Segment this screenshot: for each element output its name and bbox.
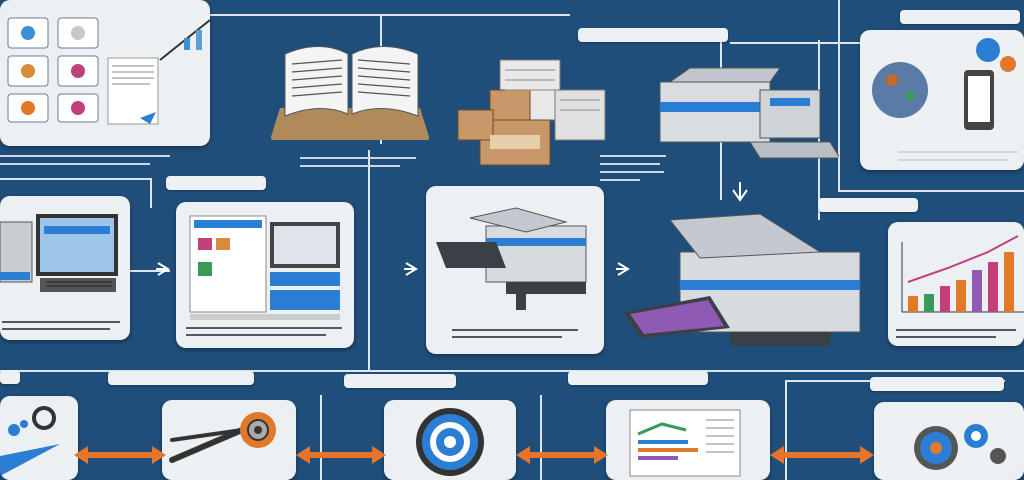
row-label [870,377,1004,391]
workstation-icon [0,196,130,340]
caption-lines [452,326,582,342]
monitor-icon [176,202,354,348]
bar-chart-card [888,222,1024,346]
flow-arrow-icon [404,262,424,276]
connector-line [540,395,542,480]
row-label [568,371,708,385]
workstation-card [0,196,130,340]
double-arrow-icon [516,444,608,466]
dashboard-card [0,0,210,146]
caption-lines [0,318,125,334]
row-label [0,370,20,384]
industrial-printer-icon [620,208,870,368]
flow-arrow-icon [616,262,636,276]
row-label [344,374,456,388]
row-label [166,176,266,190]
row-label [108,371,254,385]
gears-card [874,402,1024,480]
bar-chart-icon [888,222,1024,346]
caption-lines [0,152,190,172]
header-tag [900,10,1020,24]
globe-phone-icon [860,30,1024,170]
gear-icon [0,396,78,480]
flow-arrow-icon [732,182,748,202]
wrench-card [162,400,296,480]
connector-line [0,370,1024,372]
connector-line [838,190,1024,192]
gears-icon [874,402,1024,480]
connector-line [730,42,860,44]
connector-line [368,150,370,370]
printer-icon [650,62,840,162]
gear-card [0,396,78,480]
boxes-icon [450,50,615,170]
caption-lines [300,154,420,174]
row-label [818,198,918,212]
large-printer-icon [426,186,604,354]
boxes-card [450,50,615,170]
book-card [270,24,430,144]
caption-lines [186,324,346,340]
connector-line [150,178,152,208]
double-arrow-icon [74,444,166,466]
double-arrow-icon [296,444,386,466]
caption-lines [600,152,670,186]
connector-line [838,0,840,190]
book-icon [270,24,430,144]
printer-card [650,62,840,162]
connector-line [785,380,787,480]
double-arrow-icon [770,444,874,466]
monitor-card [176,202,354,348]
globe-phone-card [860,30,1024,170]
dashboard-icon [0,0,210,146]
target-card [384,400,516,480]
report-icon [606,400,770,480]
wrench-icon [162,400,296,480]
industrial-printer-card [620,208,870,368]
connector-line [210,14,570,16]
target-icon [384,400,516,480]
caption-lines [896,326,1020,340]
note-tag [578,28,728,42]
large-printer-card [426,186,604,354]
report-card [606,400,770,480]
caption-lines [898,148,1024,168]
connector-line [0,178,150,180]
flow-arrow-icon [156,262,176,276]
connector-line [130,270,170,272]
connector-line [320,395,322,480]
